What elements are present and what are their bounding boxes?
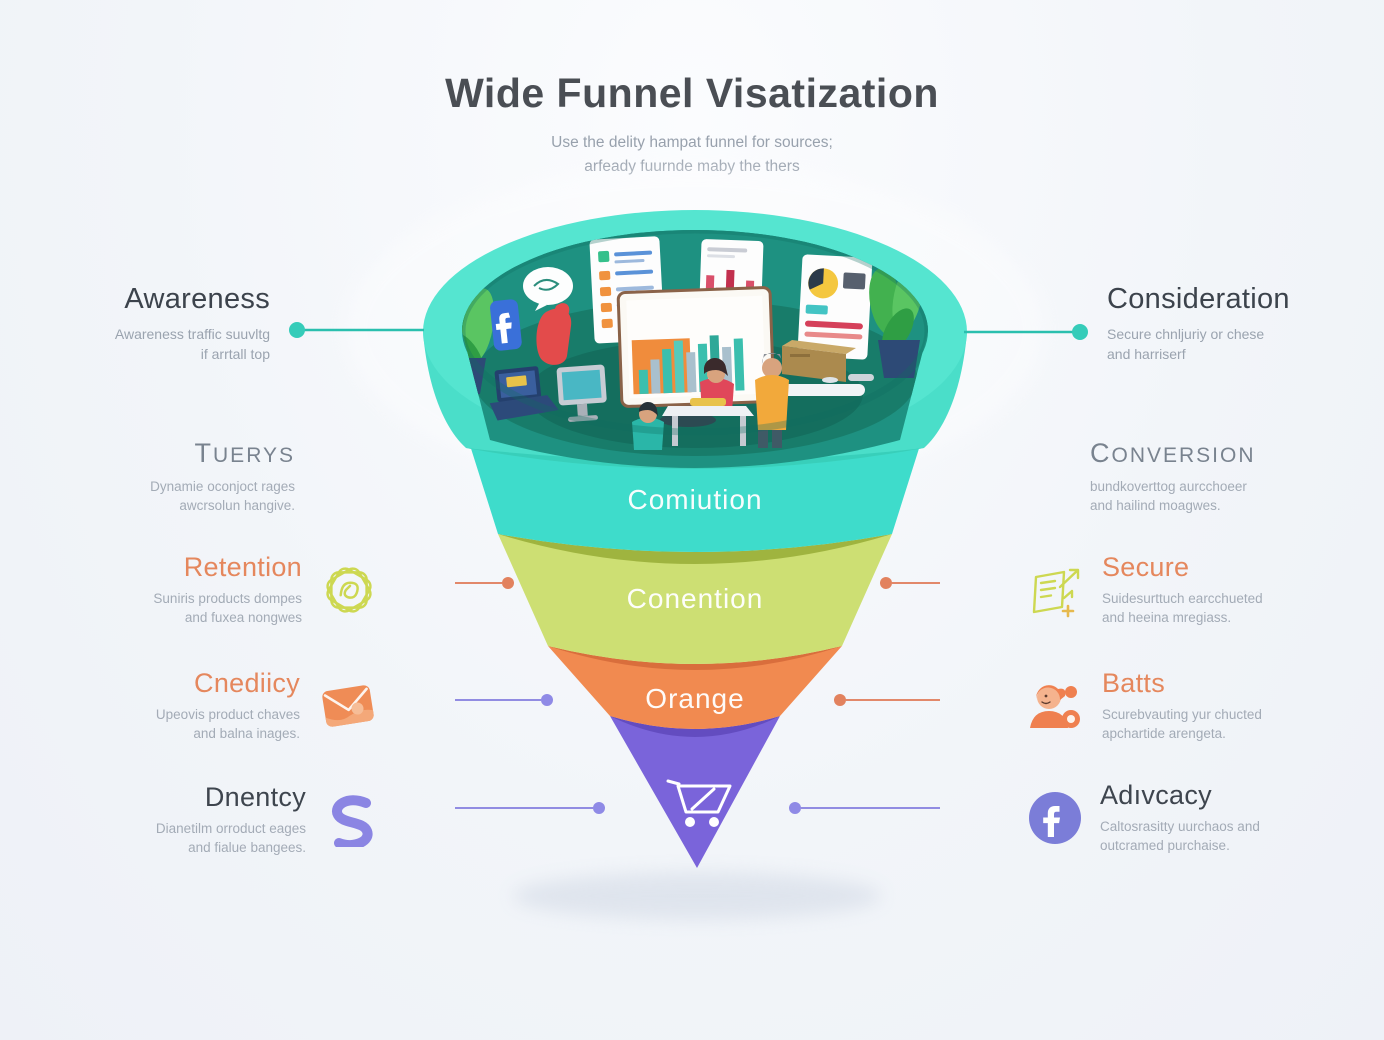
connector-consideration bbox=[964, 324, 1088, 340]
funnel-stage-3 bbox=[548, 646, 842, 729]
item-advocacy: Adıvcacy Caltosrasitty uurchaos and outc… bbox=[1028, 780, 1368, 855]
item-retention-text: Retention Suniris products dompes and fu… bbox=[153, 552, 302, 627]
item-cnediicy-title: Cnediicy bbox=[194, 668, 300, 698]
facebook-tile-illustration bbox=[490, 299, 522, 351]
item-secure: Secure Suidesurttuch earcchueted and hee… bbox=[1026, 552, 1366, 627]
item-advocacy-desc: Caltosrasitty uurchaos and outcramed pur… bbox=[1100, 819, 1260, 854]
red-pointer-illustration bbox=[536, 303, 572, 365]
laptop-illustration bbox=[489, 366, 559, 421]
item-dnentcy-title: Dnentcy bbox=[204, 782, 306, 812]
item-consideration-desc: Secure chnljuriy or chese and harriserf bbox=[1107, 326, 1265, 362]
connector-retention bbox=[455, 577, 514, 589]
item-batts-text: Batts Scurebvauting yur chucted apcharti… bbox=[1102, 668, 1262, 743]
item-tuerys-desc: Dynamie oconjoct rages awcrsolun hangive… bbox=[150, 479, 295, 514]
item-batts-desc: Scurebvauting yur chucted apchartide are… bbox=[1102, 707, 1262, 742]
connector-advocacy bbox=[789, 802, 940, 814]
envelope-icon bbox=[318, 679, 378, 733]
item-awareness-title: Awareness bbox=[124, 283, 270, 315]
item-dnentcy-text: Dnentcy Dianetilm orroduct eages and fia… bbox=[156, 782, 306, 857]
funnel-tip bbox=[610, 716, 780, 868]
dashboard-panel-illustration bbox=[797, 254, 873, 360]
item-advocacy-title: Adıvcacy bbox=[1100, 780, 1212, 810]
item-retention-desc: Suniris products dompes and fuxea nongwe… bbox=[153, 591, 302, 626]
funnel-illustration bbox=[462, 230, 928, 468]
item-consideration: Consideration Secure chnljuriy or chese … bbox=[1107, 283, 1357, 365]
funnel-shadow bbox=[512, 872, 882, 920]
funnel-stage-3-label: Orange bbox=[645, 683, 744, 714]
item-awareness-desc: Awareness traffic suuvltg if arrtall top bbox=[114, 326, 270, 362]
funnel-stage-1-label: Comiution bbox=[627, 484, 762, 515]
item-conversion-desc: bundkoverttog aurcchoeer and hailind moa… bbox=[1090, 479, 1247, 514]
badge-icon bbox=[320, 561, 378, 619]
checklist-arrow-icon bbox=[1026, 561, 1084, 619]
item-batts-title: Batts bbox=[1102, 668, 1166, 698]
item-dnentcy: Dnentcy Dianetilm orroduct eages and fia… bbox=[30, 782, 378, 857]
connector-secure bbox=[880, 577, 940, 589]
facebook-icon bbox=[1028, 791, 1082, 845]
connector-batts bbox=[834, 694, 940, 706]
item-advocacy-text: Adıvcacy Caltosrasitty uurchaos and outc… bbox=[1100, 780, 1260, 855]
item-cnediicy: Cnediicy Upeovis product chaves and baln… bbox=[30, 668, 378, 743]
item-cnediicy-text: Cnediicy Upeovis product chaves and baln… bbox=[156, 668, 300, 743]
swirl-icon bbox=[324, 793, 378, 847]
item-secure-title: Secure bbox=[1102, 552, 1190, 582]
item-conversion-title: Conversion bbox=[1090, 438, 1256, 468]
item-secure-text: Secure Suidesurttuch earcchueted and hee… bbox=[1102, 552, 1263, 627]
item-dnentcy-desc: Dianetilm orroduct eages and fialue bang… bbox=[155, 821, 306, 856]
page-title: Wide Funnel Visatization bbox=[445, 70, 939, 116]
speech-bubble-illustration bbox=[523, 267, 573, 311]
item-tuerys: Tuerys Dynamie oconjoct rages awcrsolun … bbox=[30, 438, 295, 515]
people-illustration bbox=[632, 352, 789, 450]
item-retention: Retention Suniris products dompes and fu… bbox=[30, 552, 378, 627]
connector-cnediicy bbox=[455, 694, 553, 706]
item-secure-desc: Suidesurttuch earcchueted and heeina mre… bbox=[1102, 591, 1263, 626]
subtitle-line-1: Use the delity hampat funnel for sources… bbox=[551, 134, 833, 151]
item-batts: Batts Scurebvauting yur chucted apcharti… bbox=[1026, 668, 1366, 743]
funnel-stage-2-label: Conention bbox=[627, 583, 764, 614]
funnel-stage-2 bbox=[498, 534, 892, 664]
item-conversion: Conversion bundkoverttog aurcchoeer and … bbox=[1090, 438, 1350, 515]
header: Wide Funnel Visatization Use the delity … bbox=[0, 70, 1384, 179]
cart-icon bbox=[666, 779, 732, 827]
item-awareness: Awareness Awareness traffic suuvltg if a… bbox=[30, 283, 270, 365]
item-cnediicy-desc: Upeovis product chaves and balna inages. bbox=[155, 707, 300, 742]
item-tuerys-title: Tuerys bbox=[194, 438, 295, 468]
person-icon bbox=[1026, 678, 1084, 734]
item-consideration-title: Consideration bbox=[1107, 283, 1290, 315]
item-retention-title: Retention bbox=[183, 552, 302, 582]
connector-dnentcy bbox=[455, 802, 605, 814]
gray-monitor-illustration bbox=[556, 364, 607, 422]
connector-awareness bbox=[289, 322, 424, 338]
